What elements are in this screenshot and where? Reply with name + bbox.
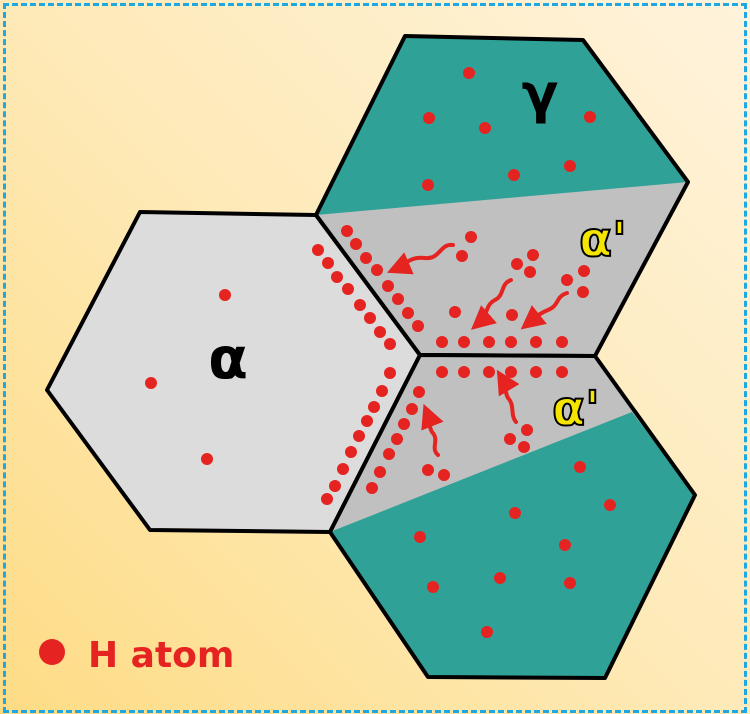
h-atom-dot [201,453,213,465]
h-atom-dot [368,401,380,413]
h-atom-dot [384,338,396,350]
h-atom-dot [458,336,470,348]
h-atom-dot [412,320,424,332]
h-atom-dot [505,366,517,378]
h-atoms [145,67,616,638]
h-atom-dot [584,111,596,123]
alpha-prime-label-bottom: α' [552,381,600,437]
h-atom-dot [350,238,362,250]
h-atom-dot [521,424,533,436]
h-atom-dot [556,336,568,348]
h-atom-dot [354,299,366,311]
h-atom-dot [556,366,568,378]
h-atom-dot [342,283,354,295]
h-atom-dot [329,480,341,492]
h-atom-dot [422,179,434,191]
h-atom-dot [384,367,396,379]
h-atom-dot [483,366,495,378]
h-atom-dot [219,289,231,301]
h-atom-dot [438,469,450,481]
h-atom-dot [604,499,616,511]
h-atom-dot [361,415,373,427]
h-atom-dot [366,482,378,494]
h-atom-dot [364,312,376,324]
legend-label: H atom [88,635,234,676]
h-atom-dot [449,306,461,318]
h-atom-dot [392,293,404,305]
h-atom-dot [382,280,394,292]
h-atom-dot [331,271,343,283]
h-atom-dot [427,581,439,593]
diffusion-arrow [520,291,569,330]
h-atom-dot [353,430,365,442]
h-atom-dot [436,366,448,378]
h-atom-dot [559,539,571,551]
h-atom-dot [398,418,410,430]
diffusion-arrows [386,242,569,457]
h-atom-dot [406,403,418,415]
h-atom-dot [504,433,516,445]
alpha-label: α [208,324,248,392]
h-atom-dot [508,169,520,181]
h-atom-dot [374,326,386,338]
h-atom-dot [494,572,506,584]
gamma-label: γ [522,62,559,125]
h-atom-dot [456,250,468,262]
h-atom-dot [391,433,403,445]
h-atom-dot [360,252,372,264]
h-atom-dot [518,441,530,453]
h-atom-dot [436,336,448,348]
dashed-border [3,3,747,713]
h-atom-dot [561,274,573,286]
h-atom-dot [564,577,576,589]
diffusion-arrow [421,403,444,457]
h-atom-dot [483,336,495,348]
h-atom-dot [479,122,491,134]
h-atom-dot [578,265,590,277]
h-atom-dot [341,225,353,237]
h-atom-dot [530,366,542,378]
h-atom-dot [321,493,333,505]
h-atom-dot [511,258,523,270]
h-atom-dot [345,446,357,458]
h-atom-dot [312,244,324,256]
h-atom-dot [422,464,434,476]
h-atom-dot [481,626,493,638]
h-atom-dot [524,266,536,278]
h-atom-dot [505,336,517,348]
h-atom-dot [574,461,586,473]
diffusion-arrow [470,278,513,330]
h-atom-dot [423,112,435,124]
h-atom-dot [322,257,334,269]
diffusion-arrow [496,369,520,424]
h-atom-dot [564,160,576,172]
h-atom-dot [506,309,518,321]
h-atom-dot [383,448,395,460]
h-atom-dot [337,463,349,475]
h-atom-dot [414,531,426,543]
h-atom-dot [413,386,425,398]
h-atom-dot [371,264,383,276]
diffusion-arrow [386,242,455,275]
h-atom-dot [376,385,388,397]
h-atom-dot [463,67,475,79]
h-atom-dot [458,366,470,378]
h-atom-dot [527,249,539,261]
h-atom-dot [509,507,521,519]
legend-h-atom-dot [39,639,65,665]
h-atom-dot [145,377,157,389]
h-atom-dot [530,336,542,348]
h-atom-dot [465,231,477,243]
h-atom-dot [374,466,386,478]
h-atom-dot [577,286,589,298]
h-atom-dot [402,307,414,319]
alpha-prime-label-top: α' [579,212,627,268]
